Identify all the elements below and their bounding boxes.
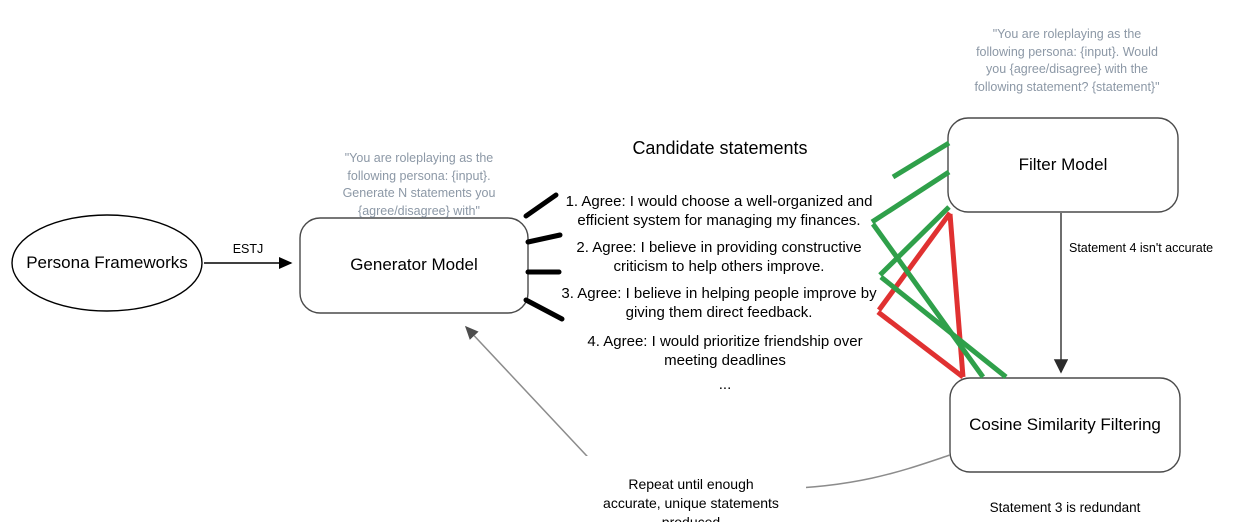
node-filter-model-label: Filter Model xyxy=(948,118,1178,212)
node-generator-model-label: Generator Model xyxy=(300,218,528,313)
link-statement-3-to-filter xyxy=(878,205,951,277)
link-filter-reject-b-to-cosine xyxy=(876,310,965,379)
spoke-statement-2 xyxy=(525,232,563,245)
caption-repeat-loop: Repeat until enough accurate, unique sta… xyxy=(576,456,806,522)
statements-ellipsis: ... xyxy=(625,358,825,393)
statement-3-text: 3. Agree: I believe in helping people im… xyxy=(561,284,877,322)
estj-text: ESTJ xyxy=(232,241,264,256)
statement-4-note-text: Statement 4 isn't accurate xyxy=(1069,240,1214,255)
link-filter-accept-b-to-cosine xyxy=(879,275,1008,379)
persona-frameworks-text: Persona Frameworks xyxy=(26,252,188,272)
node-filter-model[interactable] xyxy=(947,117,1179,213)
prompt-generator: "You are roleplaying as the following pe… xyxy=(326,132,512,221)
candidate-statements-heading-text: Candidate statements xyxy=(632,138,808,159)
cosine-note-text: Statement 3 is redundant xyxy=(989,500,1141,516)
node-persona-frameworks-label: Persona Frameworks xyxy=(12,237,202,289)
node-cosine-similarity-label: Cosine Similarity Filtering xyxy=(950,378,1180,472)
statements-ellipsis-text: ... xyxy=(718,375,732,393)
link-filter-reject-to-cosine xyxy=(947,213,966,378)
node-cosine-similarity[interactable] xyxy=(949,377,1181,473)
repeat-loop-text: Repeat until enough accurate, unique sta… xyxy=(603,475,779,522)
statement-4-text: 4. Agree: I would prioritize friendship … xyxy=(587,332,863,370)
filter-model-text: Filter Model xyxy=(1018,154,1108,174)
edge-label-statement-4: Statement 4 isn't accurate xyxy=(1069,226,1242,256)
link-statement-1-to-filter xyxy=(891,140,951,180)
list-item: 4. Agree: I would prioritize friendship … xyxy=(565,312,885,371)
node-generator-model[interactable] xyxy=(299,217,529,314)
prompt-filter: "You are roleplaying as the following pe… xyxy=(972,8,1162,97)
statement-2-text: 2. Agree: I believe in providing constru… xyxy=(576,238,862,276)
list-item: 1. Agree: I would choose a well-organize… xyxy=(552,172,886,231)
spoke-statement-4 xyxy=(523,297,565,322)
generator-model-text: Generator Model xyxy=(350,255,478,275)
link-filter-accept-a-to-cosine xyxy=(870,222,986,379)
prompt-filter-text: "You are roleplaying as the following pe… xyxy=(974,26,1160,94)
list-item: 3. Agree: I believe in helping people im… xyxy=(552,264,886,323)
link-statement-4-to-filter xyxy=(876,211,953,312)
prompt-generator-text: "You are roleplaying as the following pe… xyxy=(342,150,496,218)
node-persona-frameworks[interactable] xyxy=(11,214,203,312)
cosine-similarity-text: Cosine Similarity Filtering xyxy=(969,414,1161,434)
list-item: 2. Agree: I believe in providing constru… xyxy=(552,218,886,277)
candidate-statements-heading: Candidate statements xyxy=(560,117,880,159)
statement-1-text: 1. Agree: I would choose a well-organize… xyxy=(565,192,873,230)
caption-cosine-note: Statement 3 is redundant xyxy=(950,481,1180,517)
spoke-statement-1 xyxy=(523,192,559,219)
link-statement-2-to-filter xyxy=(870,169,951,225)
edge-label-estj: ESTJ xyxy=(218,227,278,257)
